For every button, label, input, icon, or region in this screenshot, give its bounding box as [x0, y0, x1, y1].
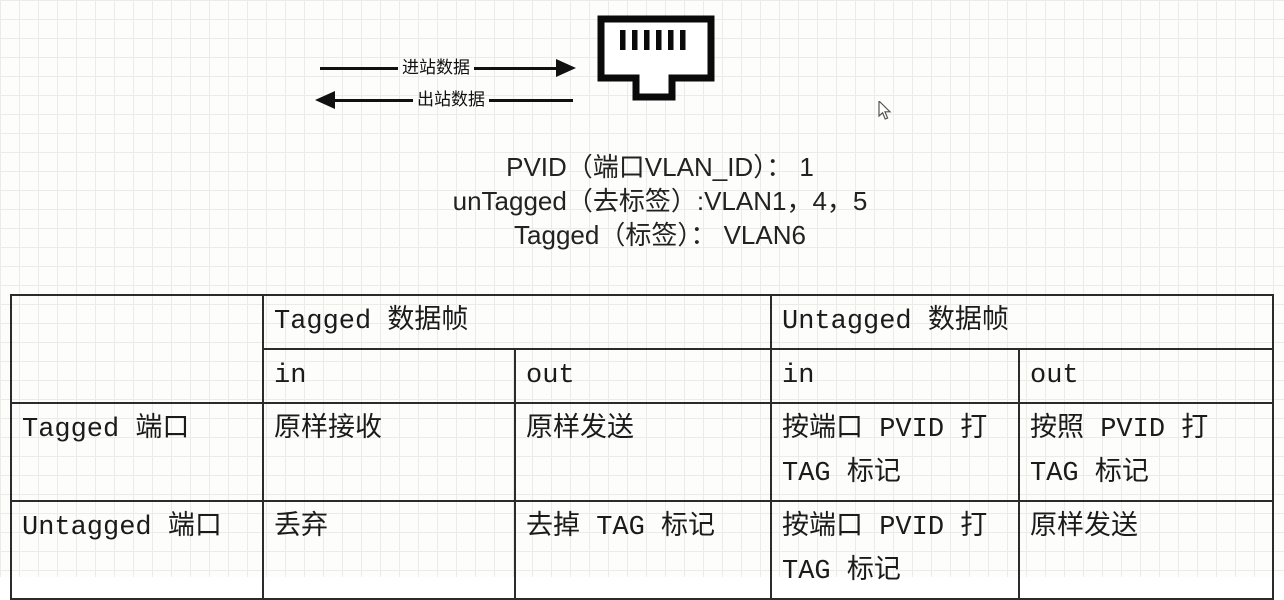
- inbound-arrow: 进站数据: [320, 58, 576, 78]
- arrow-left-icon: [315, 91, 335, 109]
- sub-header-untagged-out: out: [1018, 348, 1275, 404]
- table-cell: 原样发送: [1018, 500, 1275, 600]
- sub-header-tagged-out: out: [513, 348, 773, 404]
- table-cell: 丢弃: [262, 500, 516, 600]
- row-label: Tagged 端口: [10, 402, 264, 502]
- tagged-line: Tagged（标签）： VLAN6: [514, 220, 806, 250]
- group-header-tagged: Tagged 数据帧: [261, 294, 773, 350]
- table-row-tagged-port: Tagged 端口 原样接收 原样发送 按端口 PVID 打 TAG 标记 按照…: [10, 402, 1275, 502]
- table-cell: 去掉 TAG 标记: [513, 500, 773, 600]
- table-sub-header-row: in out in out: [11, 348, 1275, 404]
- corner-cell: [10, 294, 264, 404]
- ethernet-port-icon: [590, 12, 722, 117]
- outbound-arrow: 出站数据: [315, 90, 573, 110]
- row-label: Untagged 端口: [10, 500, 264, 600]
- table-cell: 原样发送: [513, 402, 773, 502]
- table-row-untagged-port: Untagged 端口 丢弃 去掉 TAG 标记 按端口 PVID 打 TAG …: [10, 500, 1275, 600]
- table-cell: 按端口 PVID 打 TAG 标记: [770, 500, 1021, 600]
- arrow-right-icon: [556, 59, 576, 77]
- group-header-untagged: Untagged 数据帧: [770, 294, 1275, 350]
- mouse-cursor-icon: [878, 99, 892, 126]
- outbound-arrow-line: [335, 98, 413, 102]
- table-cell: 原样接收: [262, 402, 516, 502]
- outbound-arrow-label: 出站数据: [417, 90, 485, 109]
- vlan-port-table: Tagged 数据帧 Untagged 数据帧 in out in out Ta…: [10, 294, 1275, 600]
- sub-header-untagged-in: in: [770, 348, 1021, 404]
- vlan-info-block: PVID（端口VLAN_ID）： 1 unTagged（去标签）:VLAN1，4…: [330, 150, 990, 252]
- inbound-arrow-label: 进站数据: [402, 58, 470, 77]
- pvid-line: PVID（端口VLAN_ID）： 1: [506, 152, 814, 182]
- untagged-line: unTagged（去标签）:VLAN1，4，5: [452, 186, 868, 216]
- table-cell: 按端口 PVID 打 TAG 标记: [770, 402, 1021, 502]
- sub-header-tagged-in: in: [262, 348, 516, 404]
- inbound-arrow-line: [474, 66, 556, 70]
- table-group-header-row: Tagged 数据帧 Untagged 数据帧: [10, 294, 1275, 404]
- outbound-arrow-line: [489, 98, 573, 102]
- inbound-arrow-line: [320, 66, 398, 70]
- table-cell: 按照 PVID 打 TAG 标记: [1018, 402, 1275, 502]
